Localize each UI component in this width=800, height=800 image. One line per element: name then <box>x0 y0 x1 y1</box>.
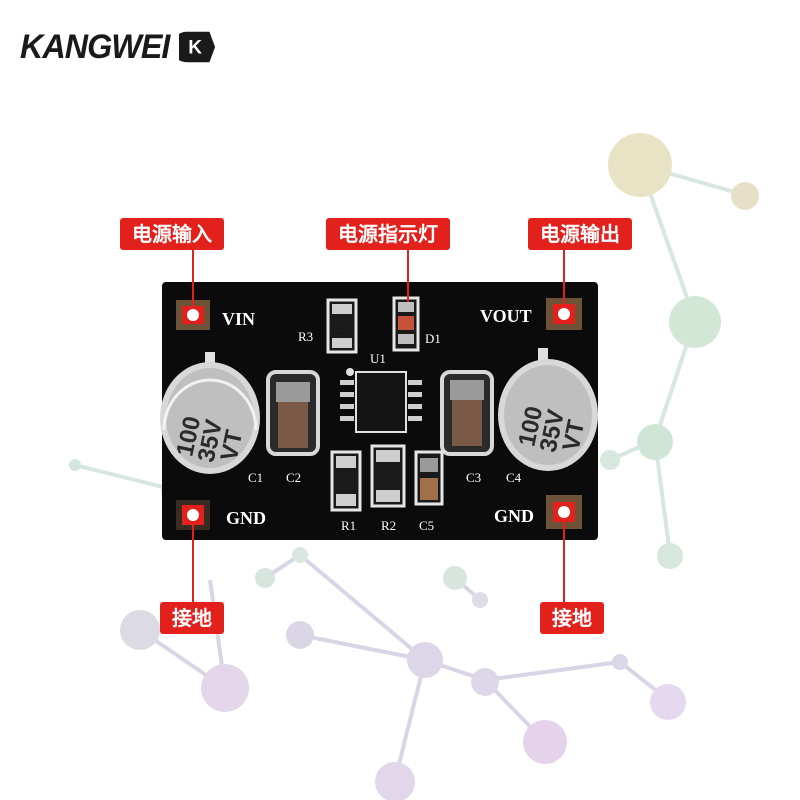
label-u1: U1 <box>370 351 386 366</box>
label-c5: C5 <box>419 518 434 533</box>
led-d1 <box>392 296 420 352</box>
label-c2: C2 <box>286 470 301 485</box>
callout-ground-left: 接地 <box>160 602 224 634</box>
label-vin: VIN <box>222 309 255 329</box>
resistor-r3 <box>326 298 358 354</box>
callout-ground-right: 接地 <box>540 602 604 634</box>
capacitor-c5 <box>414 450 444 506</box>
leader-power-input <box>192 248 194 306</box>
label-d1: D1 <box>425 331 441 346</box>
r3-code: 103 <box>334 318 345 333</box>
capacitor-c1-left <box>160 352 260 474</box>
label-r1: R1 <box>341 518 356 533</box>
resistor-r2 <box>370 444 406 508</box>
resistor-r1 <box>330 450 362 512</box>
label-c4: C4 <box>506 470 522 485</box>
callout-power-input: 电源输入 <box>120 218 224 250</box>
capacitor-c4-right <box>498 348 598 471</box>
cap-right-series: VT <box>558 417 591 453</box>
terminal-pads <box>176 298 582 530</box>
cap-left-series: VT <box>216 427 249 463</box>
leader-power-output <box>563 248 565 304</box>
smd-capacitor-c2 <box>266 370 320 456</box>
label-c3: C3 <box>466 470 481 485</box>
brand-logo: KANGWEI K <box>20 22 217 72</box>
brand-logo-text: KANGWEI <box>20 27 170 66</box>
label-r3: R3 <box>298 329 313 344</box>
leader-ground-right <box>563 522 565 605</box>
smd-capacitor-c3 <box>440 370 494 456</box>
leader-ground-left <box>192 525 194 605</box>
label-vout: VOUT <box>480 306 532 326</box>
label-c1: C1 <box>248 470 263 485</box>
brand-logo-mark-icon: K <box>179 31 216 63</box>
brand-logo-mark-letter: K <box>189 38 203 59</box>
ic-u1 <box>340 368 422 433</box>
label-r2: R2 <box>381 518 396 533</box>
callout-power-output: 电源输出 <box>528 218 632 250</box>
label-gnd-right: GND <box>494 506 534 526</box>
label-gnd-left: GND <box>226 508 266 528</box>
callout-power-indicator: 电源指示灯 <box>326 218 450 250</box>
leader-power-indicator <box>407 248 409 302</box>
